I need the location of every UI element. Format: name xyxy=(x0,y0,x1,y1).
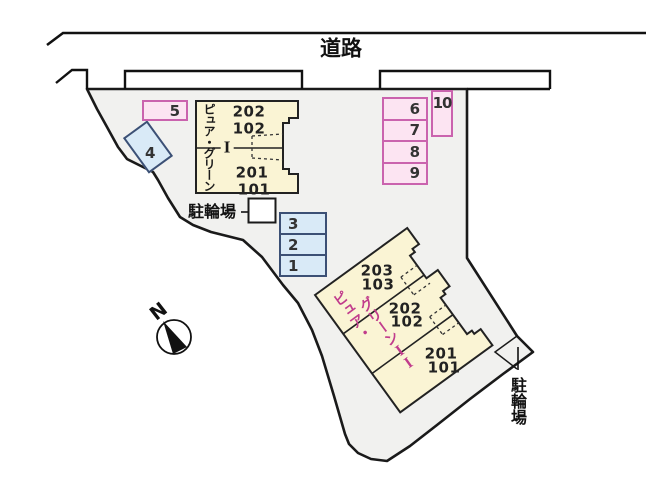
building-1-numeral: I xyxy=(220,138,234,156)
entrance-bump-right xyxy=(378,69,552,89)
parking-group-6-9: 6 7 8 9 xyxy=(382,97,428,185)
parking-space-2: 2 xyxy=(279,233,327,256)
bicycle-parking-label-left: 駐輪場 xyxy=(187,202,237,221)
room-label: 203 xyxy=(360,261,394,280)
room-label: 202 xyxy=(388,299,422,318)
bicycle-area-marker xyxy=(493,335,518,370)
parking-space-3: 3 xyxy=(279,212,327,235)
parking-space-7: 7 xyxy=(382,118,428,142)
room-label: 201 xyxy=(235,163,269,182)
parking-space-10: 10 xyxy=(431,90,453,137)
parking-space-1: 1 xyxy=(279,254,327,277)
room-label: 101 xyxy=(237,180,271,199)
building-2-unit-dividers xyxy=(342,274,454,375)
road-label: 道路 xyxy=(320,36,362,61)
bicycle-parking-label-right: 駐輪場 xyxy=(508,377,527,425)
road-break-mark xyxy=(55,68,89,89)
room-label: 102 xyxy=(390,312,424,331)
road-edge-line xyxy=(46,31,646,47)
parking-space-8: 8 xyxy=(382,140,428,164)
room-label: 202 xyxy=(232,102,266,121)
parking-space-5: 5 xyxy=(142,100,188,121)
room-label: 102 xyxy=(232,119,266,138)
parking-group-1-3: 3 2 1 xyxy=(279,212,327,277)
parking-space-9: 9 xyxy=(382,161,428,185)
building-1-outline xyxy=(195,100,299,194)
building-2-outline xyxy=(313,226,494,414)
room-label: 201 xyxy=(424,344,458,363)
building-1-stairs-dashed xyxy=(251,133,284,161)
room-label: 103 xyxy=(361,275,395,294)
room-label: 101 xyxy=(427,358,461,377)
building-1-name: ピュア・グリーン xyxy=(202,103,216,191)
north-arrow-icon xyxy=(156,319,192,355)
parking-space-6: 6 xyxy=(382,97,428,121)
bicycle-parking-box xyxy=(247,197,277,224)
entrance-bump-left xyxy=(123,69,304,89)
